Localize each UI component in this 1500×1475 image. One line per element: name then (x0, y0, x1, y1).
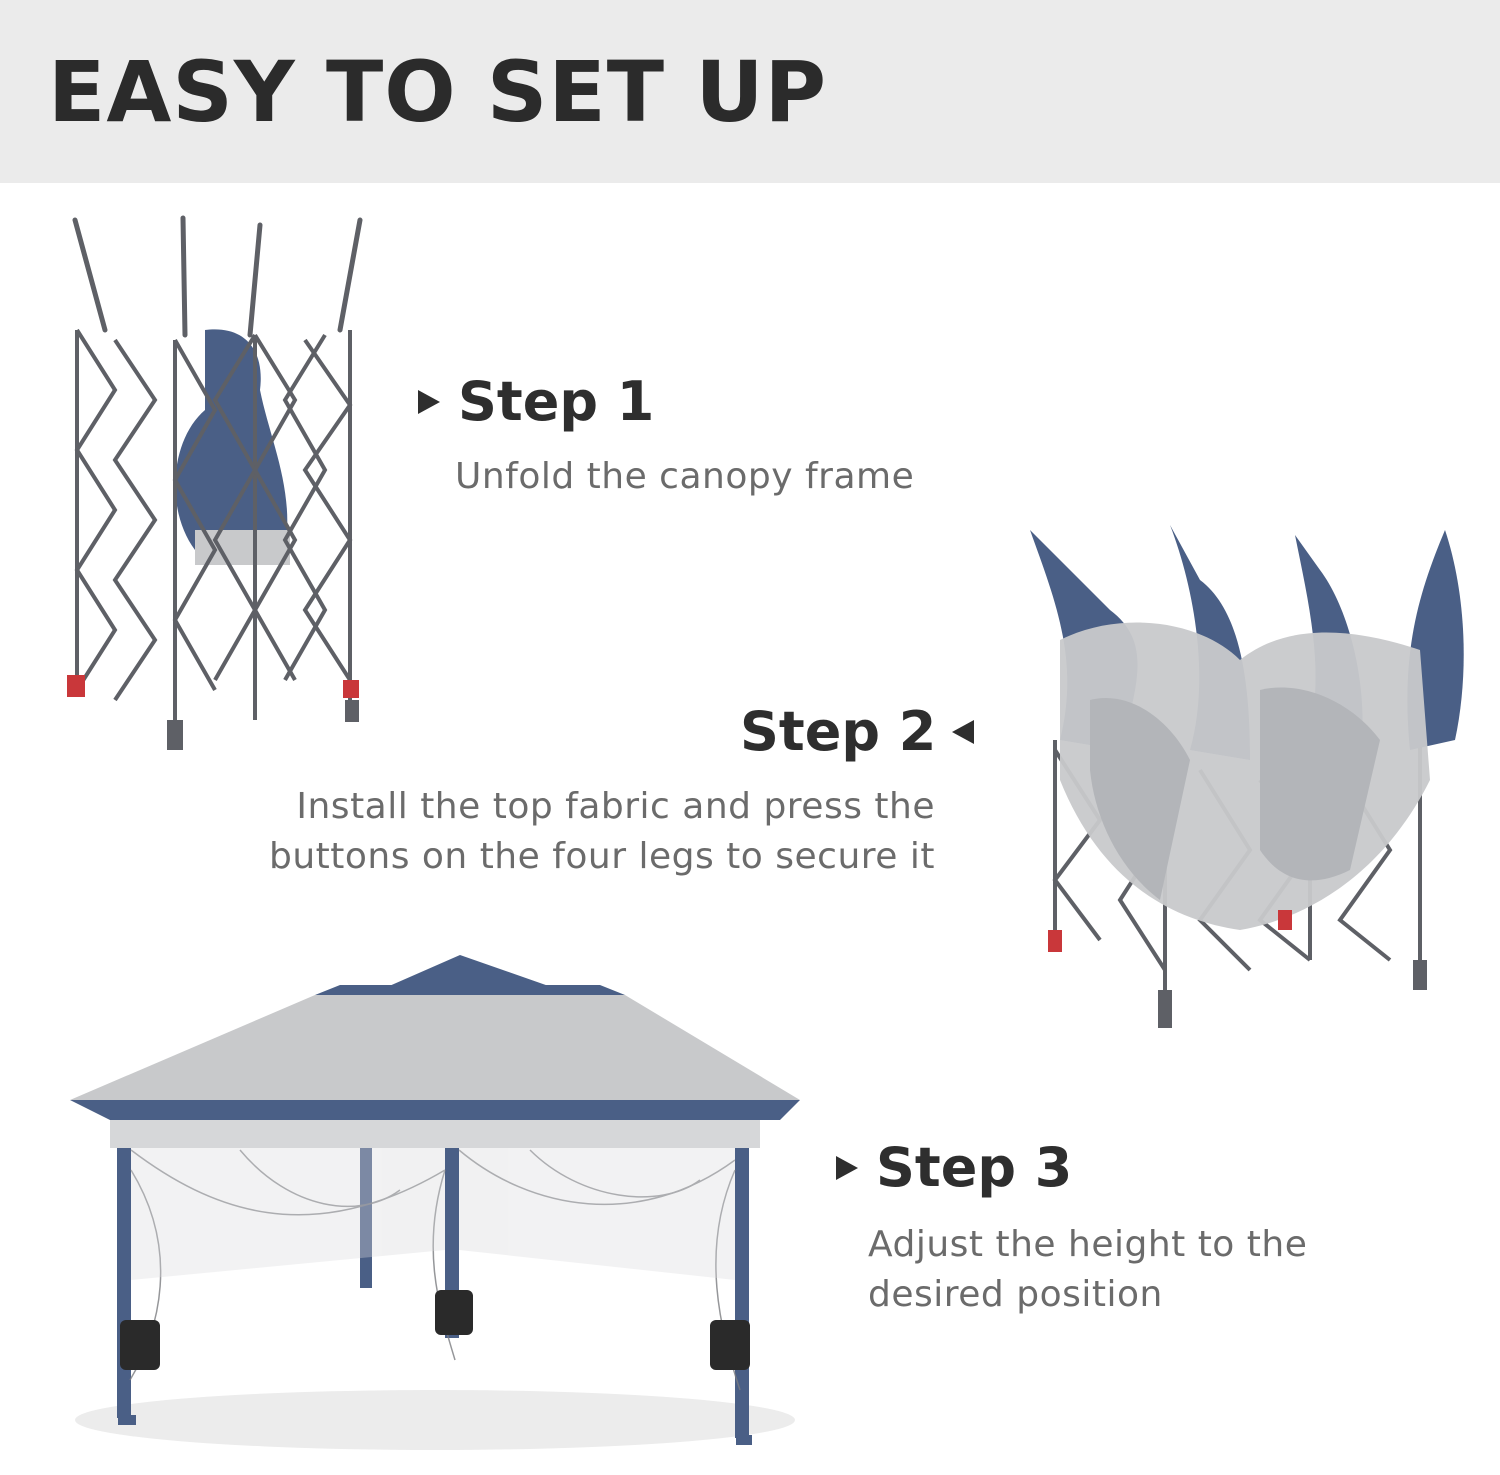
triangle-right-icon (836, 1156, 858, 1180)
step1-description: Unfold the canopy frame (455, 456, 915, 497)
step3-gazebo-image (70, 955, 800, 1450)
step3-title: Step 3 (876, 1136, 1073, 1199)
step1-folded-frame-image (67, 215, 363, 750)
step1-heading: Step 1 (418, 372, 654, 432)
triangle-left-icon (952, 720, 975, 744)
step2-heading: Step 2 (740, 700, 975, 763)
step3-description: Adjust the height to the desired positio… (868, 1224, 1308, 1315)
step2-description: Install the top fabric and press the but… (268, 786, 935, 877)
page-title: EASY TO SET UP (48, 43, 828, 141)
step2-fabric-frame-image (1030, 525, 1464, 1028)
header-banner: EASY TO SET UP (0, 0, 1500, 183)
step2-title: Step 2 (740, 700, 937, 763)
step1-title: Step 1 (458, 370, 655, 433)
triangle-right-icon (418, 390, 440, 414)
step3-heading: Step 3 (836, 1138, 1072, 1198)
